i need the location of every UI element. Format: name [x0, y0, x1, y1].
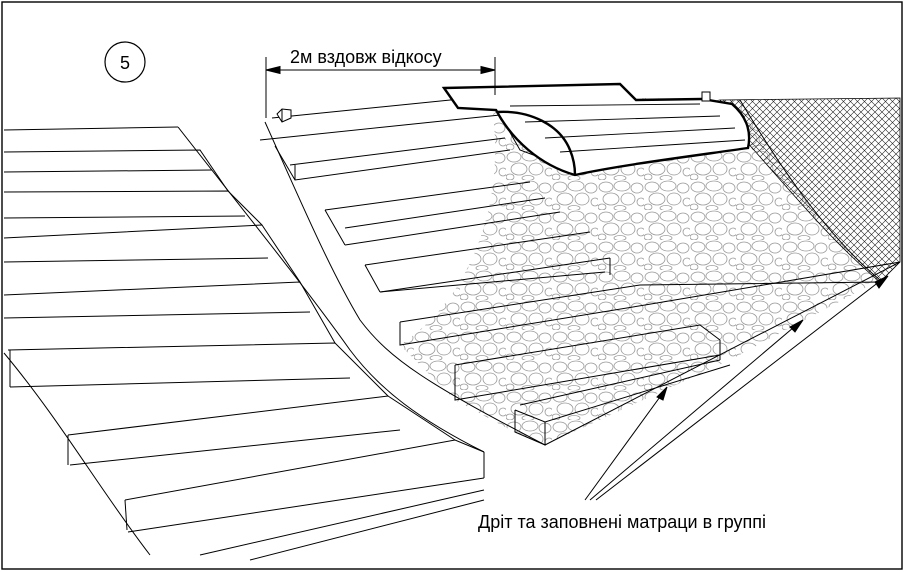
step-number: 5 [120, 53, 130, 73]
step-number-circle [104, 41, 146, 83]
stone-filled-mattresses [400, 95, 880, 445]
callout-leaders [584, 275, 889, 501]
callout-label: Дріт та заповнені матраци в группі [478, 512, 766, 532]
mattress-handle [701, 91, 711, 102]
right-mattress-slope [259, 95, 901, 446]
left-mattress-slope [3, 126, 485, 561]
marker-peg [276, 108, 292, 123]
dimension-line [265, 57, 496, 118]
rolled-mattress [441, 82, 751, 177]
dimension-label: 2м вздовж відкосу [290, 47, 442, 67]
